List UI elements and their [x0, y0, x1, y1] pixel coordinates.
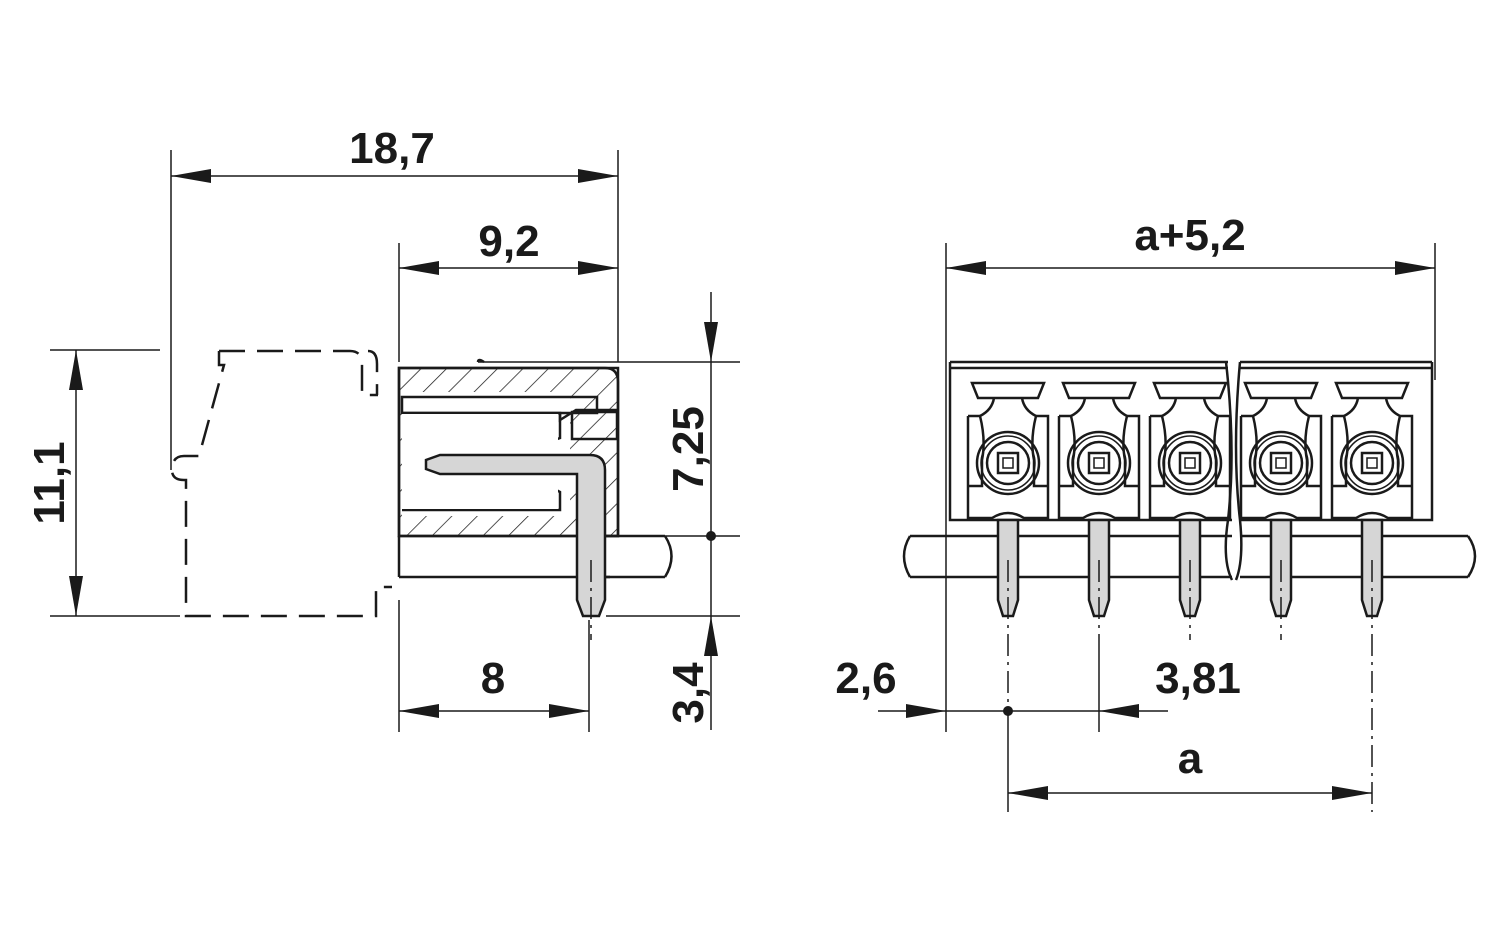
front-view: a+5,2 2,6 3,81 a: [835, 211, 1477, 812]
screw-outer: [975, 430, 1041, 496]
dim-total-width: a+5,2: [1134, 211, 1245, 260]
screw-slot: [1178, 451, 1202, 475]
terminal-positions: [966, 381, 1414, 812]
wire-entry: [1243, 381, 1319, 418]
side-view: 18,7 9,2 11,1 7,25 3,4 8: [25, 124, 740, 732]
screw-head-icon: [985, 440, 1031, 486]
dim-edge-offset: 2,6: [835, 654, 896, 703]
screw-slot: [1087, 451, 1111, 475]
dim-height-above-board: 7,25: [664, 406, 713, 492]
screw-outer: [1339, 430, 1405, 496]
dim-body-depth: 9,2: [478, 217, 539, 266]
dim-total-depth: 18,7: [349, 124, 435, 173]
dim-pin-span: a: [1178, 734, 1203, 783]
dim-pin-offset: 8: [481, 654, 505, 703]
dim-pitch: 3,81: [1155, 654, 1241, 703]
dim-pin-length: 3,4: [664, 662, 713, 724]
wire-entry: [1061, 381, 1137, 418]
wire-entry: [1334, 381, 1410, 418]
screw-slot: [996, 451, 1020, 475]
screw-head-icon: [1349, 440, 1395, 486]
screw-head-icon: [1167, 440, 1213, 486]
screw-outer: [1248, 430, 1314, 496]
screw-slot: [1269, 451, 1293, 475]
screw-outer: [1157, 430, 1223, 496]
pin-side: [424, 453, 607, 618]
wire-entry: [1152, 381, 1228, 418]
screw-head-icon: [1076, 440, 1122, 486]
screw-outer: [1066, 430, 1132, 496]
dim-total-height: 11,1: [25, 441, 74, 524]
wire-entry: [970, 381, 1046, 418]
screw-slot: [1360, 451, 1384, 475]
screw-head-icon: [1258, 440, 1304, 486]
